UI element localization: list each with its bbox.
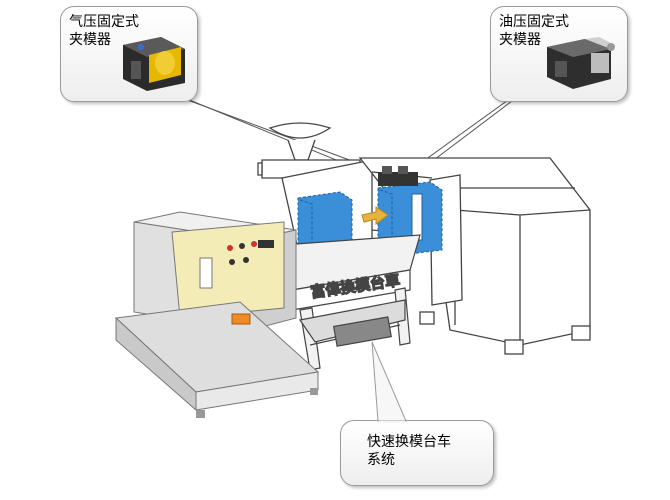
- control-cabinet: [114, 211, 320, 418]
- hydraulic-clamp-label: 油压固定式 夹模器: [499, 14, 569, 48]
- pneumatic-clamp-icon: [123, 37, 185, 91]
- hydraulic-clamp-callout: 油压固定式 夹模器: [490, 6, 628, 102]
- pneumatic-clamp-callout: 气压固定式 夹模器: [60, 6, 198, 102]
- hydraulic-clamp-icon: [547, 37, 615, 89]
- mounted-clamp-icon: [378, 166, 418, 186]
- transfer-arrow-icon: [361, 206, 389, 225]
- quick-change-system-callout: 快速换模台车 系统: [340, 420, 494, 486]
- pneumatic-clamp-label: 气压固定式 夹模器: [69, 14, 139, 48]
- quick-change-system-label: 快速换模台车 系统: [367, 434, 451, 468]
